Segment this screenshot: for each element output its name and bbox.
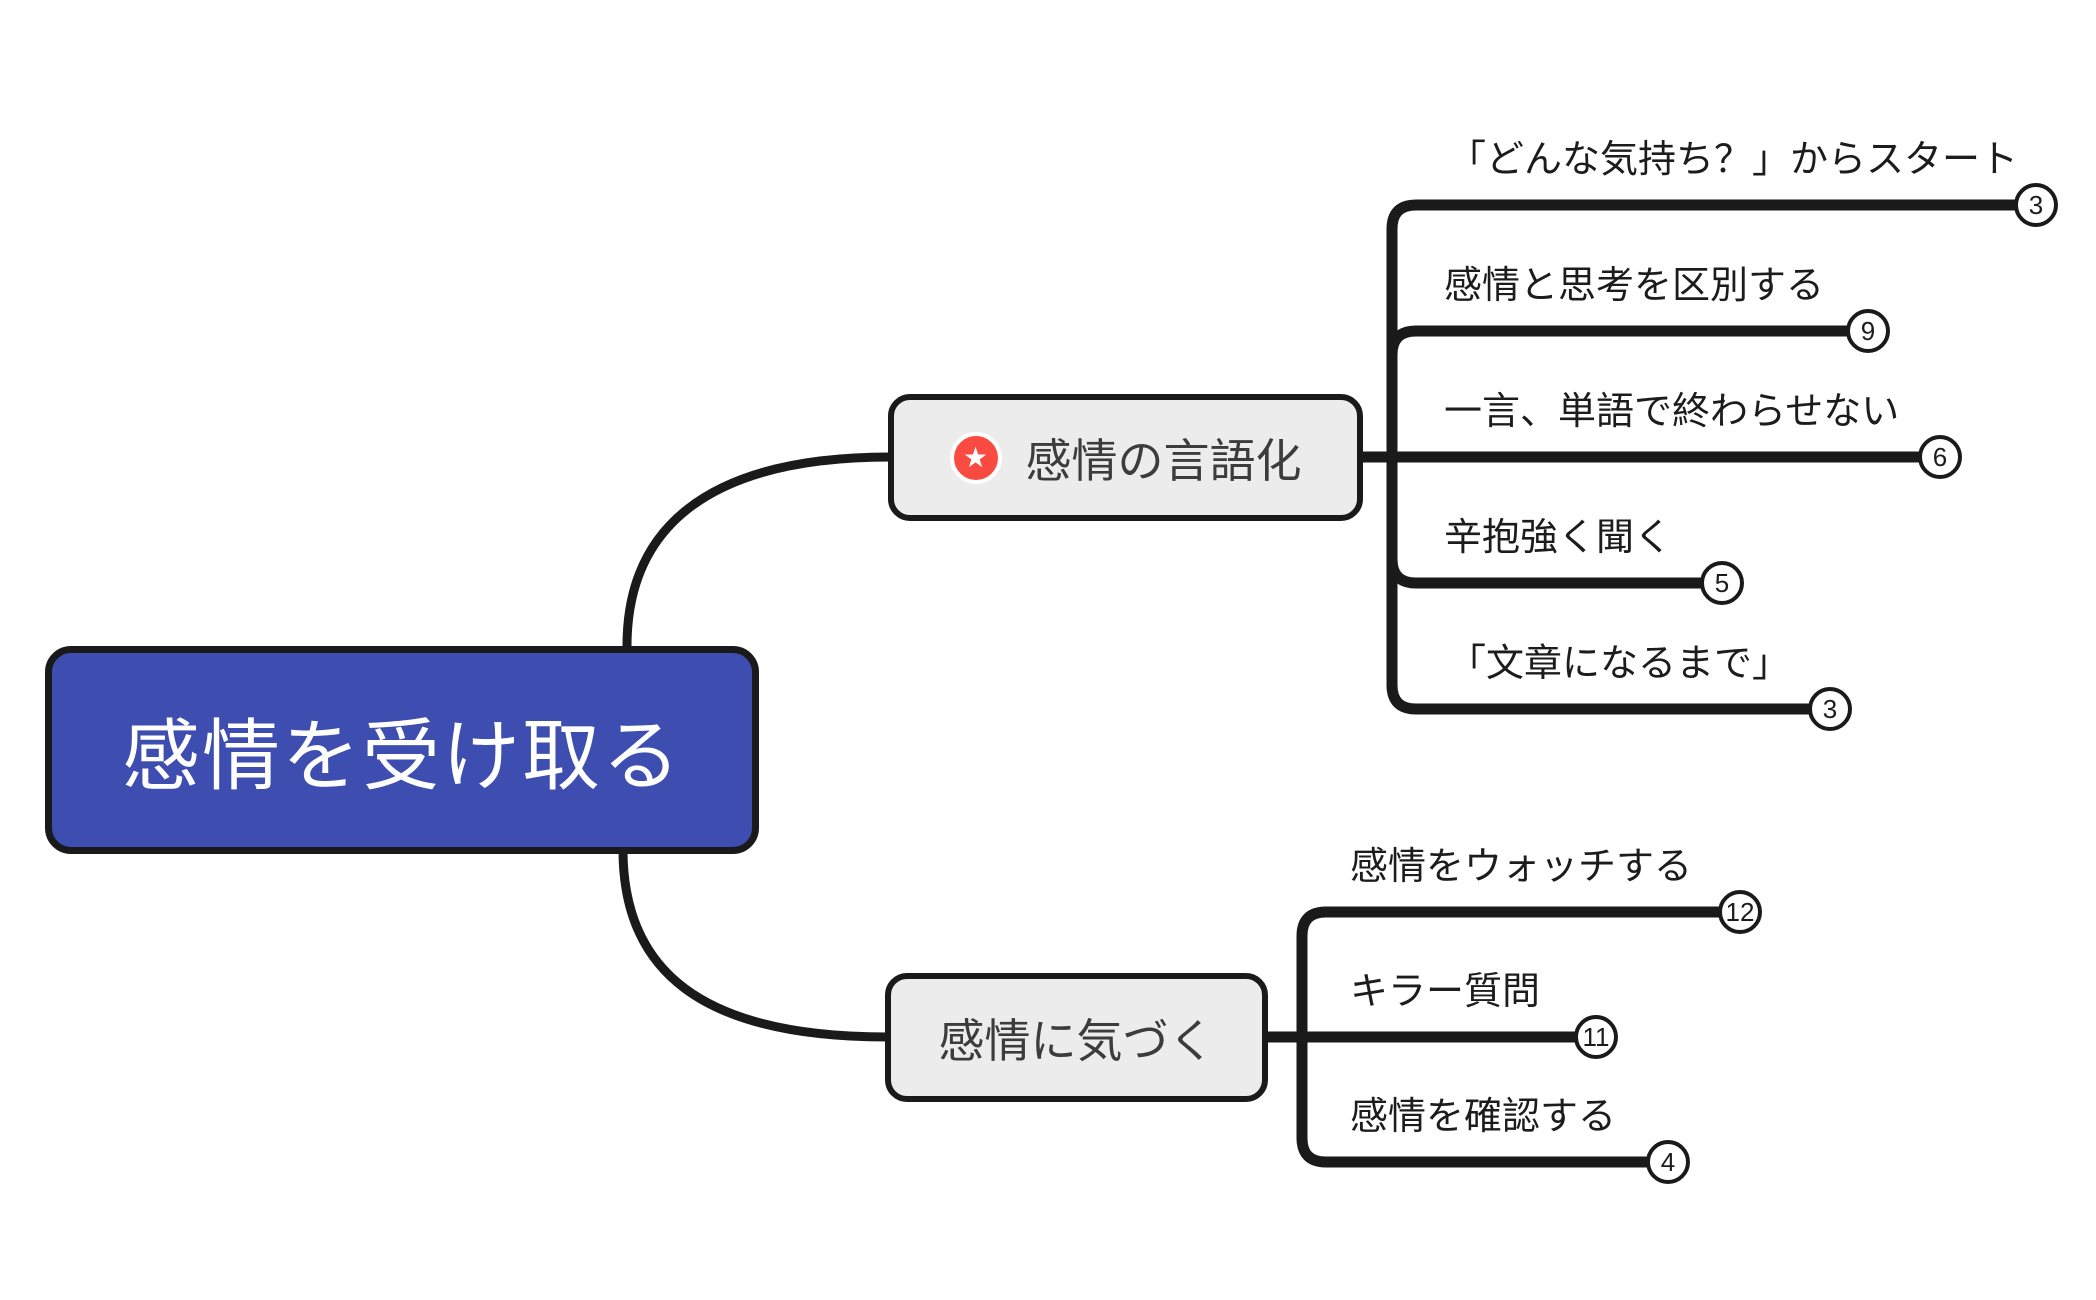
subtopic-verbalization-1[interactable]: 「どんな気持ち？」からスタート [1448, 139, 2019, 181]
subtopic-verbalization-3[interactable]: 一言、単語で終わらせない [1444, 391, 1900, 433]
branch2-line-1 [1296, 906, 1725, 1043]
count-badge-noticing-1[interactable]: 12 [1718, 890, 1762, 934]
topic-noticing-label: 感情に気づく [938, 1014, 1215, 1067]
curve-root-to-noticing [618, 845, 892, 1042]
count-badge-noticing-3[interactable]: 4 [1646, 1140, 1690, 1184]
subtopic-noticing-2[interactable]: キラー質問 [1350, 971, 1541, 1013]
root-topic-label: 感情を受け取る [121, 712, 682, 800]
count-badge-verbalization-3[interactable]: 6 [1918, 435, 1962, 479]
star-icon: ★ [949, 431, 1002, 484]
count-badge-verbalization-1[interactable]: 3 [2014, 183, 2058, 227]
count-badge-verbalization-5[interactable]: 3 [1808, 687, 1852, 731]
subtopic-verbalization-2[interactable]: 感情と思考を区別する [1444, 265, 1825, 307]
subtopic-verbalization-5[interactable]: 「文章になるまで」 [1448, 643, 1791, 685]
curve-root-to-verbalization [622, 452, 895, 651]
root-topic[interactable]: 感情を受け取る [45, 646, 759, 854]
count-badge-noticing-2[interactable]: 11 [1574, 1015, 1618, 1059]
count-badge-verbalization-4[interactable]: 5 [1700, 561, 1744, 605]
topic-noticing[interactable]: 感情に気づく [885, 973, 1268, 1102]
subtopic-noticing-1[interactable]: 感情をウォッチする [1350, 846, 1693, 888]
topic-verbalization-label: 感情の言語化 [1025, 434, 1302, 487]
count-badge-verbalization-2[interactable]: 9 [1846, 309, 1890, 353]
branch1-line-5 [1386, 451, 1815, 715]
topic-verbalization[interactable]: ★ 感情の言語化 [888, 394, 1363, 521]
branch2-line-3 [1296, 1031, 1653, 1168]
subtopic-noticing-3[interactable]: 感情を確認する [1350, 1096, 1617, 1138]
subtopic-verbalization-4[interactable]: 辛抱強く聞く [1444, 517, 1673, 559]
star-icon-glyph: ★ [962, 441, 989, 473]
branch1-line-2 [1386, 325, 1853, 463]
branch1-line-1 [1386, 199, 2021, 463]
